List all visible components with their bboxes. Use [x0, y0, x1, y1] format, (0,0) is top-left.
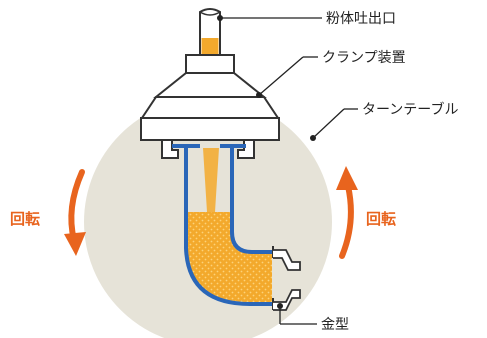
leader-powder-outlet — [217, 15, 322, 21]
label-clamp-device: クランプ装置 — [322, 50, 406, 66]
rotation-label-right: 回転 — [366, 210, 396, 228]
leader-mold — [277, 303, 317, 325]
label-mold: 金型 — [321, 317, 349, 333]
leader-clamp-device — [256, 56, 318, 98]
rotation-arrow-right — [336, 166, 358, 259]
rotation-arrow-left — [64, 169, 86, 256]
label-powder-outlet: 粉体吐出口 — [326, 11, 396, 27]
powder-outlet-pipe — [199, 8, 221, 56]
leader-turntable — [310, 108, 358, 141]
label-turntable: ターンテーブル — [362, 101, 458, 118]
clamp-device — [140, 54, 280, 159]
rotation-label-left: 回転 — [10, 210, 40, 228]
